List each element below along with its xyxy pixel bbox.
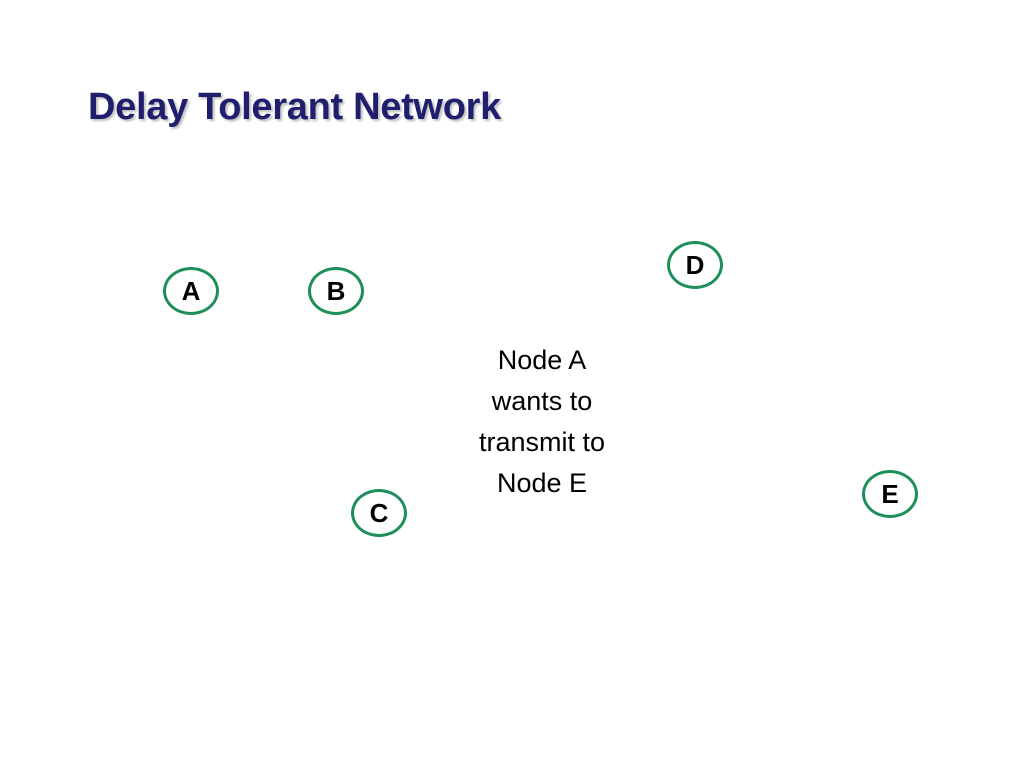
caption-line: wants to — [491, 386, 593, 416]
node-b: B — [308, 267, 364, 315]
caption-line: Node E — [496, 468, 588, 498]
node-a: A — [163, 267, 219, 315]
caption-line: Node A — [497, 345, 587, 375]
node-c: C — [351, 489, 407, 537]
slide-title: Delay Tolerant Network — [88, 86, 501, 128]
caption-line: transmit to — [478, 427, 606, 457]
caption-text: Node A wants to transmit to Node E — [452, 340, 632, 504]
node-d: D — [667, 241, 723, 289]
node-e: E — [862, 470, 918, 518]
